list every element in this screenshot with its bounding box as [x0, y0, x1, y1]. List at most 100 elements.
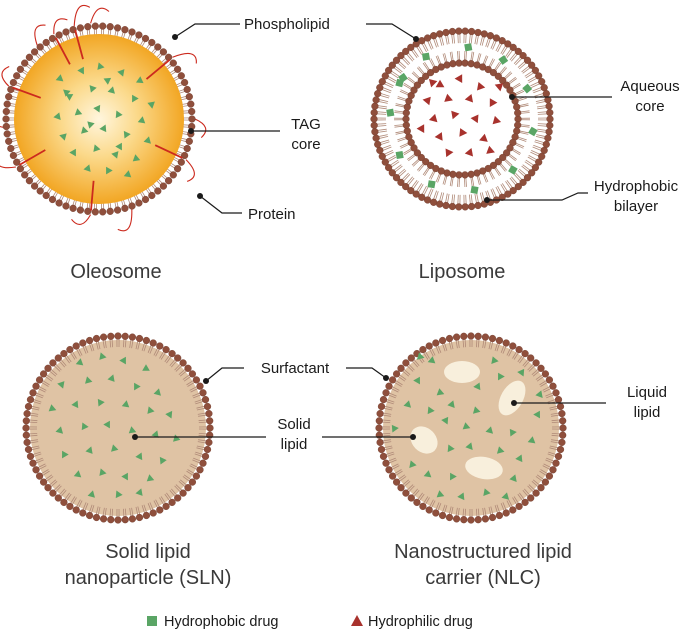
hydrophobic-drug-marker: [517, 368, 525, 377]
nlc-liquid-lipid-droplets: [410, 361, 526, 480]
nlc-tail: [394, 470, 403, 477]
sln-head: [23, 438, 31, 447]
oleosome-head: [159, 182, 168, 190]
liposome-outer-head: [519, 178, 527, 187]
liposome-outer-tail: [447, 34, 450, 45]
nlc-head: [559, 424, 567, 432]
sln-particle: [22, 332, 214, 524]
oleosome-head: [169, 171, 177, 179]
sln-tail: [63, 355, 70, 364]
oleosome-head: [113, 206, 122, 214]
hydrophobic-drug-marker: [128, 426, 137, 434]
liposome-outer-tail: [417, 44, 424, 54]
hydrophobic-drug-marker: [436, 388, 445, 396]
nlc-head: [419, 346, 427, 354]
liposome-outer-tail: [377, 105, 388, 108]
liposome-outer-tail: [421, 185, 427, 196]
nlc-tail: [551, 434, 561, 437]
sln-tail: [53, 364, 61, 372]
nlc-head: [375, 417, 383, 425]
liposome-outer-head: [392, 56, 401, 64]
liposome-inner-head: [467, 170, 475, 178]
sln-tail: [131, 507, 134, 517]
nlc-tail: [508, 348, 514, 357]
liposome-outer-tail: [479, 35, 484, 46]
liposome-inner-tail: [493, 61, 500, 71]
oleosome-head: [106, 23, 114, 31]
liposome-inner-tail: [400, 143, 410, 149]
hydrophobic-drug-marker: [93, 144, 101, 152]
sln-tail: [124, 508, 127, 518]
nlc-tail: [397, 375, 406, 382]
sln-tail: [35, 459, 44, 464]
hydrophilic-drug-marker: [492, 115, 502, 125]
liposome-outer-head: [376, 146, 384, 155]
liposome-inner-tail: [511, 84, 521, 91]
oleosome-title: Oleosome: [70, 261, 161, 283]
liposome-outer-tail: [465, 194, 467, 205]
liposome-outer-tail: [383, 83, 393, 88]
liposome-outer-tail: [515, 172, 523, 181]
liposome-inner-head: [461, 59, 469, 67]
nlc-tail: [545, 459, 554, 464]
nlc-tail: [411, 488, 419, 496]
liposome-inner-tail: [482, 55, 487, 65]
nlc-tail: [551, 414, 561, 417]
liposome-outer-head: [545, 102, 553, 110]
liposome-outer-tail: [376, 128, 387, 131]
liposome-outer-head: [370, 121, 378, 130]
sln-head: [54, 354, 62, 362]
legend: Hydrophobic drug Hydrophilic drug: [147, 614, 473, 630]
liposome-outer-tail: [428, 39, 434, 49]
nlc-tail: [508, 499, 514, 508]
oleosome-head: [2, 115, 10, 123]
sln-head: [35, 376, 44, 384]
liposome-outer-head: [430, 198, 438, 206]
oleosome-head: [177, 158, 185, 166]
nlc-head: [554, 452, 563, 461]
nlc-tail: [519, 492, 526, 501]
sln-head: [168, 350, 176, 358]
nlc-head: [554, 396, 563, 404]
nlc-surfactant-tails: [380, 337, 562, 519]
sln-head: [174, 494, 182, 502]
hydrophobic-drug-marker: [391, 424, 399, 433]
sln-tail: [187, 469, 196, 475]
hydrophobic-drug-marker: [147, 406, 155, 414]
liposome-outer-tail: [537, 113, 548, 115]
oleosome-head: [121, 26, 129, 34]
sln-tail: [147, 503, 152, 512]
liposome-outer-head: [418, 193, 426, 201]
nlc-tail: [551, 421, 561, 423]
liposome-inner-head: [506, 144, 514, 152]
liposome-outer-head: [542, 89, 550, 98]
sln-tail: [50, 480, 58, 488]
nlc-tail: [545, 392, 554, 397]
nlc-tail: [532, 370, 541, 377]
nlc-head: [413, 498, 421, 507]
nlc-head: [559, 417, 567, 425]
liposome-outer-tail: [532, 86, 543, 92]
sln-tail: [198, 439, 208, 442]
nlc-tail: [398, 373, 407, 380]
hydrophilic-drug-marker: [486, 145, 495, 154]
liposome-outer-tail: [384, 151, 394, 157]
liposome-outer-head: [448, 202, 457, 211]
nlc-tail: [424, 350, 430, 359]
liposome-inner-tail: [503, 159, 512, 167]
sln-head: [22, 417, 30, 425]
oleosome-head: [5, 93, 13, 101]
liposome-outer-head: [442, 28, 450, 37]
nlc-tail: [443, 505, 448, 515]
liposome-inner-head: [513, 127, 521, 135]
nlc-head: [407, 354, 415, 362]
sln-head: [22, 424, 30, 432]
liposome-inner-tail: [483, 55, 489, 66]
liposome-inner-tail: [499, 67, 508, 76]
sln-surfactant-heads: [22, 332, 214, 524]
phospholipid-leader-right: [366, 23, 417, 40]
hydrophilic-drug-marker: [428, 113, 438, 123]
nlc-tail: [522, 358, 529, 367]
hydrophobic-drug-marker: [97, 62, 105, 70]
sln-head: [32, 466, 40, 474]
